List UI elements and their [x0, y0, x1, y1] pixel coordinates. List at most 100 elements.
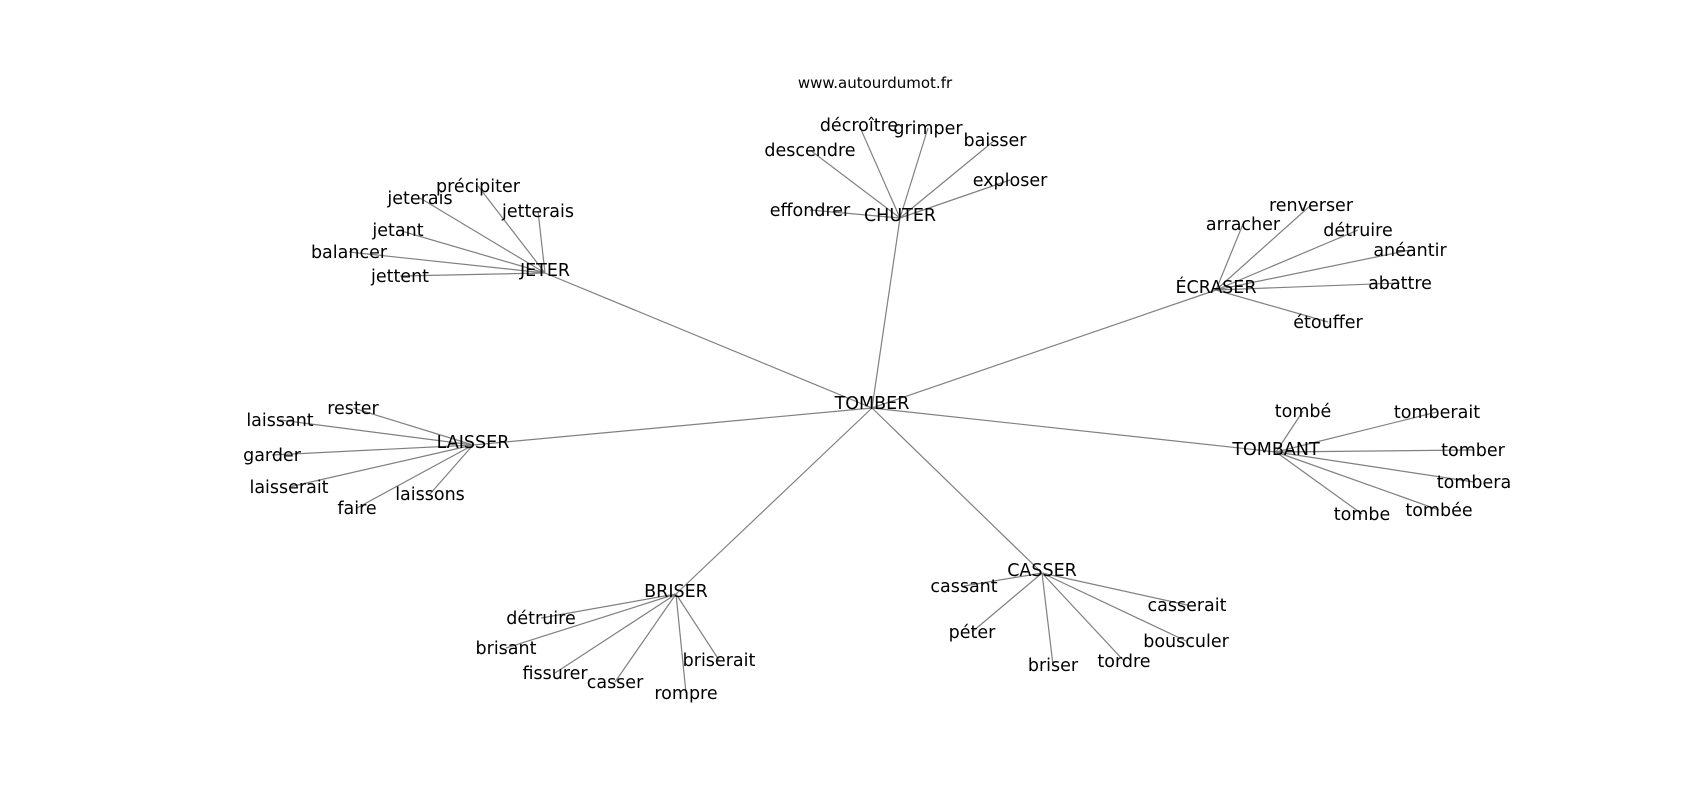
- edge-1-1: [899, 127, 929, 219]
- edge-5-5: [675, 593, 720, 661]
- hub-node-label[interactable]: CASSER: [1007, 561, 1077, 581]
- leaf-node-label[interactable]: briser: [1028, 656, 1079, 676]
- leaf-node-label[interactable]: cassant: [930, 577, 997, 597]
- edge-0-3: [397, 229, 546, 274]
- edge-3-5: [429, 444, 474, 495]
- leaf-node-label[interactable]: anéantir: [1373, 241, 1447, 261]
- edge-root-0: [544, 272, 873, 409]
- leaf-node-label[interactable]: grimper: [893, 119, 963, 139]
- edge-3-2: [271, 444, 474, 456]
- leaf-node-label[interactable]: détruire: [506, 609, 575, 629]
- edge-root-3: [472, 407, 873, 446]
- edge-2-4: [1215, 282, 1401, 291]
- edge-5-2: [554, 593, 677, 674]
- hub-node-label[interactable]: TOMBANT: [1231, 440, 1320, 460]
- hub-node-label[interactable]: ÉCRASER: [1175, 276, 1256, 298]
- leaf-node-label[interactable]: péter: [949, 623, 997, 643]
- labels-layer: www.autourdumot.fr TOMBER JETER précipiter…: [243, 74, 1511, 704]
- leaf-node-label[interactable]: bousculer: [1143, 632, 1229, 652]
- edge-4-5: [1275, 451, 1363, 515]
- leaf-node-label[interactable]: exploser: [973, 171, 1048, 191]
- edge-root-6: [871, 407, 1043, 574]
- leaf-node-label[interactable]: renverser: [1269, 196, 1354, 216]
- leaf-node-label[interactable]: rester: [327, 399, 379, 419]
- leaf-node-label[interactable]: descendre: [764, 141, 855, 161]
- leaf-node-label[interactable]: garder: [243, 446, 302, 466]
- edge-0-1: [419, 197, 546, 274]
- leaf-node-label[interactable]: baisser: [964, 131, 1028, 151]
- edge-0-5: [399, 272, 546, 277]
- edge-root-1: [871, 217, 901, 409]
- edge-1-5: [809, 209, 901, 219]
- leaf-node-label[interactable]: faire: [337, 499, 376, 519]
- source-label[interactable]: www.autourdumot.fr: [798, 74, 953, 92]
- leaf-node-label[interactable]: décroître: [820, 116, 898, 136]
- leaf-node-label[interactable]: laissant: [246, 411, 313, 431]
- edge-5-1: [505, 593, 677, 649]
- leaf-node-label[interactable]: tombé: [1275, 402, 1332, 422]
- edge-2-0: [1215, 204, 1312, 291]
- hub-node-label[interactable]: BRISER: [644, 582, 708, 602]
- edge-2-3: [1215, 249, 1411, 291]
- edge-0-0: [477, 185, 546, 274]
- edge-2-5: [1215, 289, 1329, 323]
- hub-node-label[interactable]: LAISSER: [437, 433, 510, 453]
- edge-1-3: [809, 149, 901, 219]
- leaf-node-label[interactable]: tombera: [1437, 473, 1511, 493]
- edge-5-3: [614, 593, 677, 683]
- edge-4-3: [1275, 451, 1475, 483]
- edge-6-2: [1041, 572, 1054, 666]
- leaf-node-label[interactable]: jetant: [371, 221, 423, 241]
- root-node-label[interactable]: TOMBER: [834, 394, 910, 414]
- leaf-node-label[interactable]: brisant: [476, 639, 537, 659]
- leaf-node-label[interactable]: arracher: [1206, 215, 1281, 235]
- leaf-node-label[interactable]: laisserait: [249, 478, 328, 498]
- leaf-node-label[interactable]: fissurer: [522, 664, 588, 684]
- edge-4-0: [1275, 410, 1304, 453]
- edge-6-5: [1041, 572, 1188, 606]
- edge-root-5: [675, 407, 873, 595]
- hub-node-label[interactable]: JETER: [519, 261, 570, 281]
- leaf-node-label[interactable]: tombée: [1405, 501, 1472, 521]
- leaf-node-label[interactable]: rompre: [654, 684, 717, 704]
- edge-1-0: [858, 124, 901, 219]
- edge-0-2: [537, 210, 546, 274]
- leaf-node-label[interactable]: effondrer: [770, 201, 851, 221]
- leaf-node-label[interactable]: laissons: [395, 485, 465, 505]
- edge-6-3: [1041, 572, 1125, 662]
- leaf-node-label[interactable]: tordre: [1097, 652, 1150, 672]
- leaf-node-label[interactable]: casser: [587, 673, 644, 693]
- leaf-node-label[interactable]: jeterais: [386, 189, 452, 209]
- edge-4-2: [1275, 449, 1474, 453]
- edge-1-2: [899, 139, 996, 219]
- edges-layer: [271, 124, 1475, 694]
- leaf-node-label[interactable]: détruire: [1323, 221, 1392, 241]
- edge-6-0: [963, 572, 1043, 587]
- leaf-node-label[interactable]: tombe: [1334, 505, 1391, 525]
- leaf-node-label[interactable]: balancer: [311, 243, 388, 263]
- edge-3-1: [279, 419, 474, 446]
- leaf-node-label[interactable]: précipiter: [436, 177, 521, 197]
- edge-3-0: [352, 407, 474, 446]
- edge-5-4: [675, 593, 687, 694]
- edge-1-4: [899, 179, 1011, 219]
- hub-node-label[interactable]: CHUTER: [864, 206, 936, 226]
- leaf-node-label[interactable]: abattre: [1368, 274, 1432, 294]
- edge-3-4: [356, 444, 474, 509]
- leaf-node-label[interactable]: tomberait: [1394, 403, 1480, 423]
- edge-6-4: [1041, 572, 1187, 642]
- leaf-node-label[interactable]: jetterais: [501, 202, 574, 222]
- edge-4-1: [1275, 411, 1438, 453]
- leaf-node-label[interactable]: jettent: [370, 267, 429, 287]
- edge-4-4: [1275, 451, 1440, 511]
- edge-root-2: [871, 289, 1217, 409]
- leaf-node-label[interactable]: étouffer: [1293, 313, 1363, 333]
- leaf-node-label[interactable]: casserait: [1148, 596, 1227, 616]
- leaf-node-label[interactable]: briserait: [683, 651, 756, 671]
- leaf-node-label[interactable]: tomber: [1441, 441, 1505, 461]
- edge-2-2: [1215, 229, 1359, 291]
- edge-2-1: [1215, 223, 1244, 291]
- edge-3-3: [288, 444, 474, 488]
- edge-0-4: [348, 251, 546, 274]
